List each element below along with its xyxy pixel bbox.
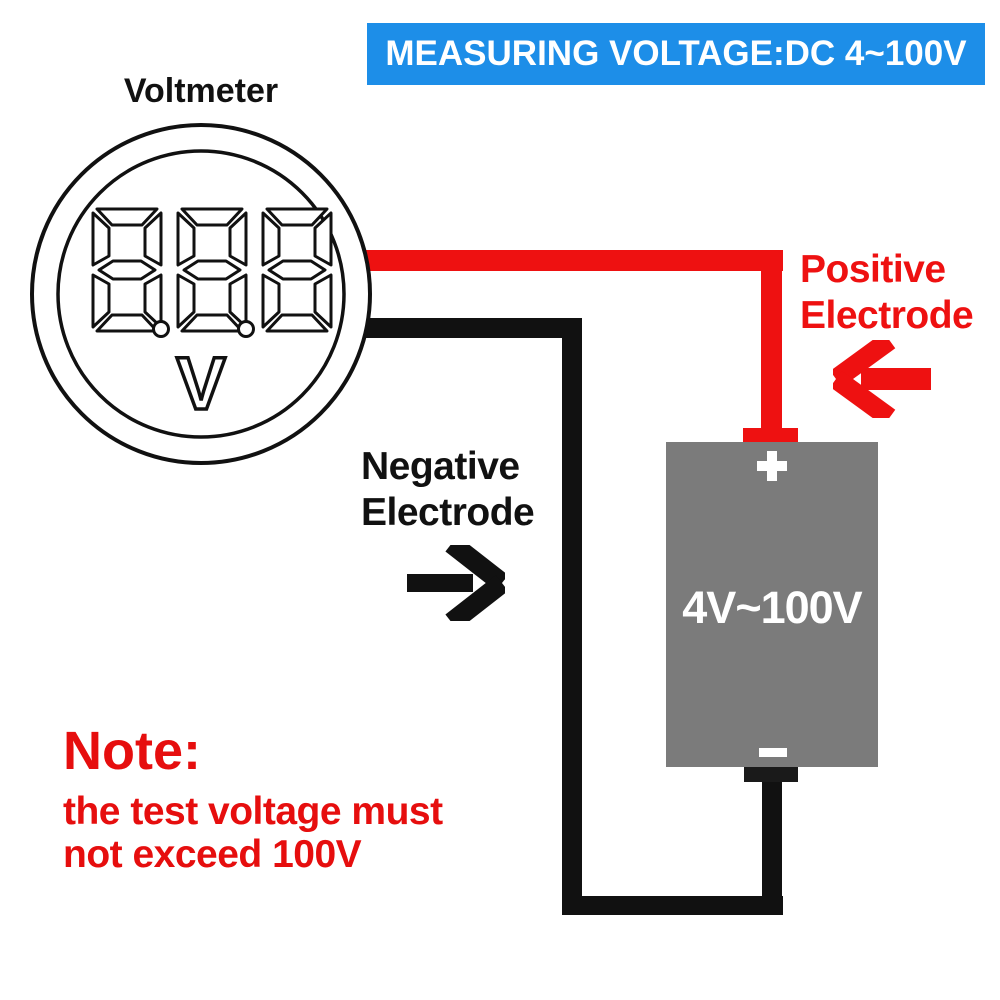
positive-electrode-line1: Positive [800, 248, 946, 291]
voltmeter-unit-letter: V [175, 340, 228, 427]
negative-electrode-label: Negative Electrode [361, 444, 535, 536]
note-block: Note: the test voltage must not exceed 1… [63, 722, 443, 876]
battery-voltage-range: 4V~100V [682, 582, 862, 633]
positive-wire-horizontal [364, 250, 783, 271]
voltmeter-dial [30, 123, 372, 465]
decimal-point-icon [152, 320, 170, 338]
positive-wire-vertical [761, 250, 782, 430]
voltmeter-label: Voltmeter [123, 72, 279, 110]
note-line1: the test voltage must [63, 790, 443, 833]
left-arrow-icon [833, 340, 931, 418]
decimal-point-icon [237, 320, 255, 338]
negative-electrode-line1: Negative [361, 445, 520, 488]
negative-wire-vertical-left [562, 318, 582, 915]
right-arrow-icon [407, 545, 505, 621]
note-title: Note: [63, 721, 201, 781]
negative-wire-horizontal-top [364, 318, 582, 338]
negative-terminal-connector [744, 767, 798, 782]
positive-terminal-connector [743, 428, 798, 443]
measuring-voltage-banner: MEASURING VOLTAGE:DC 4~100V [367, 23, 985, 85]
minus-icon [759, 748, 787, 757]
negative-wire-horizontal-bottom [562, 896, 783, 915]
positive-electrode-label: Positive Electrode [800, 247, 974, 339]
battery-box: 4V~100V [666, 442, 878, 767]
plus-icon [767, 451, 777, 481]
negative-electrode-line2: Electrode [361, 491, 535, 534]
positive-electrode-line2: Electrode [800, 294, 974, 337]
negative-wire-vertical-right [762, 782, 782, 900]
seven-segment-display [91, 207, 333, 338]
note-line2: not exceed 100V [63, 833, 362, 876]
